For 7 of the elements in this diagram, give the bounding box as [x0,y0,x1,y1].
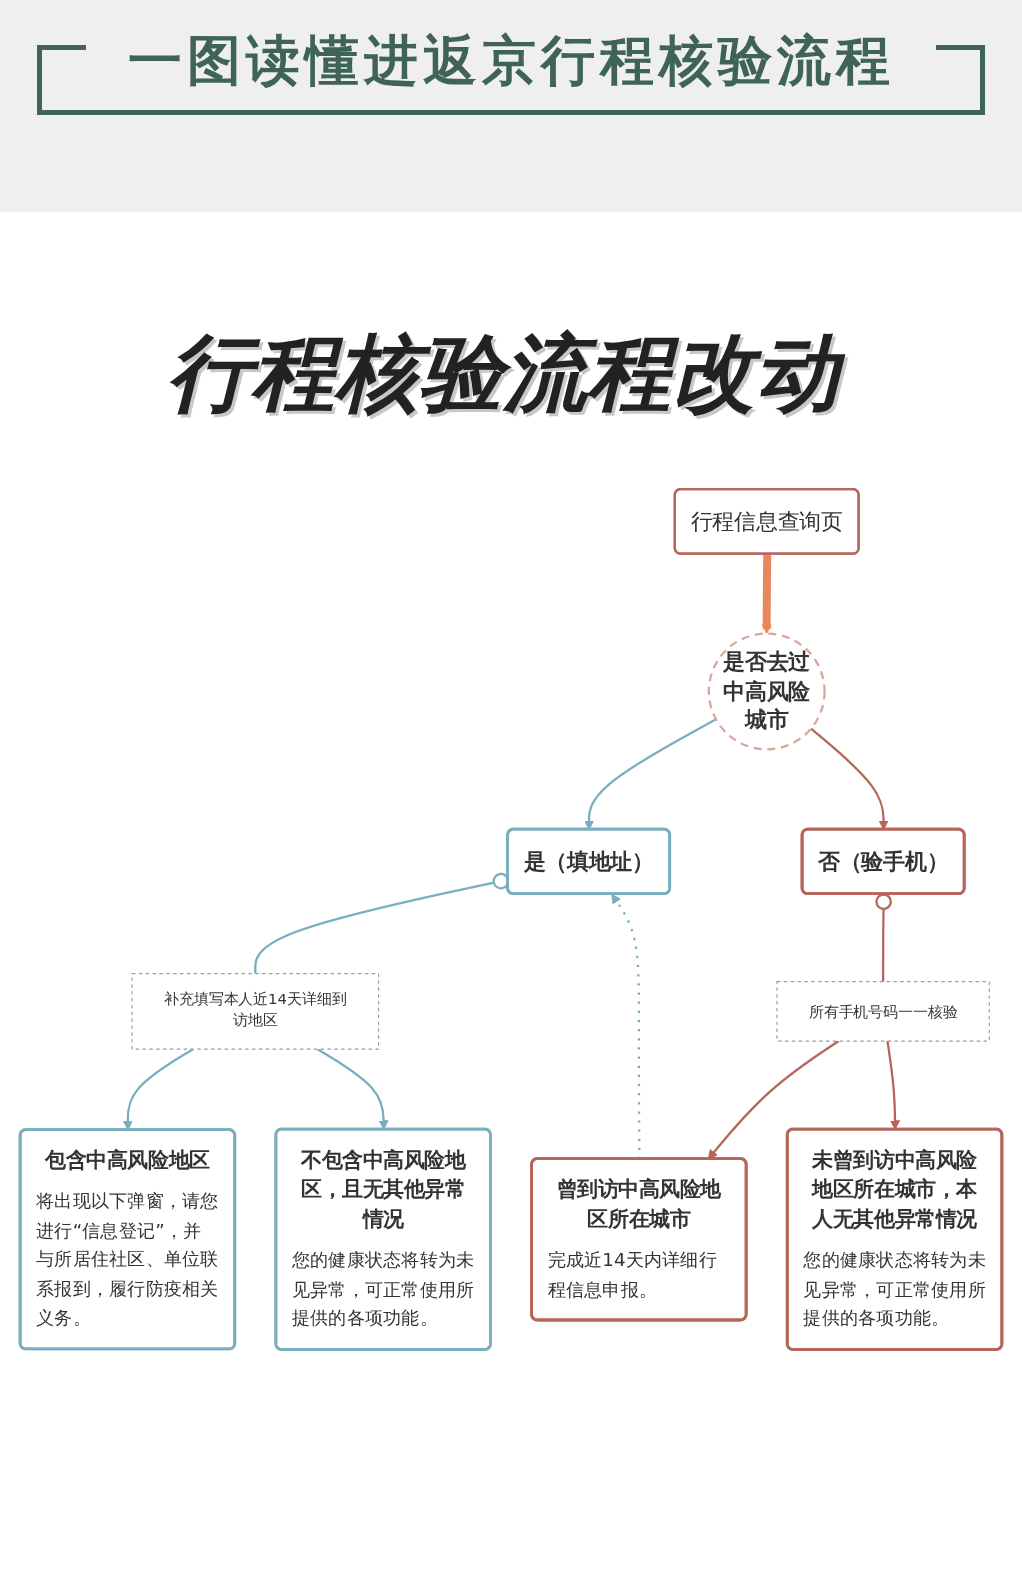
diagram-heading: 行程核验流程改动 [157,314,865,438]
node-box: 所有手机号码一一核验 [776,981,990,1042]
node-box: 补充填写本人近14天详细到访地区 [131,973,380,1050]
arrow [761,554,772,634]
page-title: 一图读懂进返京行程核验流程 [127,29,895,92]
node-circle: 是否去过中高风险城市 [707,632,826,751]
connector [875,893,892,982]
